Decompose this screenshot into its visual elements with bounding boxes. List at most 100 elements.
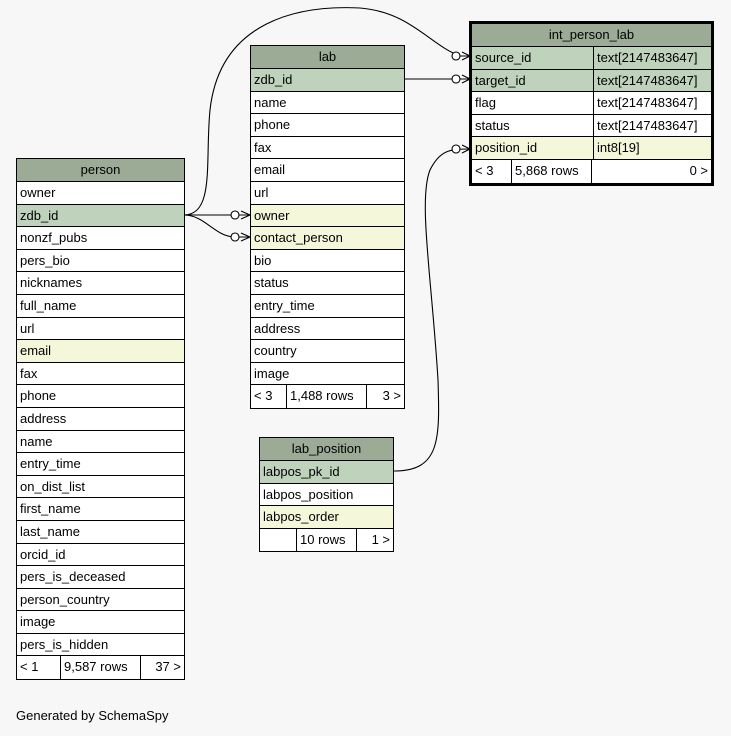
column-row[interactable]: image (251, 363, 404, 386)
column-row[interactable]: url (17, 318, 184, 341)
children-count[interactable]: 3 > (382, 388, 401, 404)
column-row[interactable]: labpos_pk_id (260, 461, 393, 484)
column-name: phone (254, 117, 291, 133)
column-row[interactable]: status (251, 272, 404, 295)
column-row[interactable]: name (17, 431, 184, 454)
parents-count[interactable] (260, 528, 297, 552)
column-name: address (254, 320, 301, 336)
column-row[interactable]: zdb_id (17, 204, 184, 228)
column-row[interactable]: email (17, 340, 184, 363)
column-row[interactable]: person_country (17, 589, 184, 612)
column-row[interactable]: on_dist_list (17, 476, 184, 499)
column-row[interactable]: pers_is_hidden (17, 634, 184, 657)
column-row[interactable]: labpos_order (260, 506, 393, 529)
column-name: owner (254, 207, 290, 223)
column-row[interactable]: first_name (17, 498, 184, 521)
column-name: first_name (20, 501, 81, 517)
zero-marker (230, 210, 240, 220)
generated-by-credit: Generated by SchemaSpy (16, 708, 169, 723)
column-name: nonzf_pubs (20, 230, 88, 246)
column-row[interactable]: pers_bio (17, 250, 184, 273)
zero-marker (451, 51, 461, 61)
column-row[interactable]: nonzf_pubs (17, 227, 184, 250)
column-type: text[2147483647] (593, 47, 711, 69)
column-name: zdb_id (254, 72, 293, 87)
column-row[interactable]: orcid_id (17, 544, 184, 567)
column-name: country (254, 343, 297, 359)
column-row[interactable]: source_id text[2147483647] (472, 47, 711, 70)
parents-count[interactable]: < 3 (472, 159, 512, 183)
column-name: pers_is_hidden (20, 636, 109, 652)
column-name: on_dist_list (20, 478, 86, 494)
link-person-lab-contact (183, 214, 250, 238)
column-row[interactable]: last_name (17, 521, 184, 544)
table-lab-position[interactable]: lab_position labpos_pk_id labpos_position… (259, 437, 394, 553)
column-name: phone (20, 388, 57, 404)
column-row[interactable]: image (17, 611, 184, 634)
column-row[interactable]: contact_person (251, 227, 404, 250)
column-name: bio (254, 252, 272, 268)
column-row[interactable]: bio (251, 250, 404, 273)
table-title: person (17, 159, 184, 182)
column-name: name (254, 94, 287, 110)
table-title: lab_position (260, 438, 393, 461)
column-row[interactable]: address (17, 408, 184, 431)
column-row[interactable]: fax (251, 137, 404, 160)
column-name: orcid_id (20, 546, 66, 562)
zero-marker (451, 74, 461, 84)
children-count[interactable]: 0 > (689, 162, 708, 178)
column-row[interactable]: zdb_id (251, 69, 404, 92)
column-name: pers_bio (20, 252, 70, 268)
table-title: int_person_lab (472, 24, 711, 47)
column-row[interactable]: fax (17, 363, 184, 386)
link-person-source-id (183, 7, 470, 216)
column-name: name (20, 433, 53, 449)
column-row[interactable]: address (251, 318, 404, 341)
column-name: status (254, 275, 289, 291)
column-row[interactable]: labpos_position (260, 484, 393, 507)
column-name: url (254, 184, 269, 200)
column-row[interactable]: url (251, 182, 404, 205)
column-name: email (20, 343, 52, 359)
column-row[interactable]: phone (17, 385, 184, 408)
column-name: labpos_order (263, 509, 339, 525)
column-name: entry_time (254, 297, 315, 313)
table-int-person-lab[interactable]: int_person_lab source_id text[2147483647]… (469, 21, 714, 186)
column-row[interactable]: status text[2147483647] (472, 114, 711, 138)
column-row[interactable]: owner (17, 182, 184, 205)
column-name: source_id (475, 50, 532, 65)
column-name: entry_time (20, 456, 81, 472)
column-type: text[2147483647] (593, 114, 711, 137)
column-row[interactable]: entry_time (251, 295, 404, 318)
column-row[interactable]: country (251, 340, 404, 363)
column-row[interactable]: full_name (17, 295, 184, 318)
column-row[interactable]: name (251, 92, 404, 115)
row-count: 9,587 rows (61, 656, 141, 680)
row-count: 1,488 rows (287, 385, 367, 408)
table-title: lab (251, 46, 404, 69)
link-labpos-position-id (393, 148, 471, 472)
children-count[interactable]: 37 > (155, 659, 181, 675)
children-count[interactable]: 1 > (371, 531, 390, 547)
column-row[interactable]: nicknames (17, 272, 184, 295)
parents-count[interactable]: < 3 (251, 385, 287, 408)
column-type: text[2147483647] (593, 69, 711, 92)
column-name: labpos_position (263, 486, 354, 502)
column-row[interactable]: entry_time (17, 453, 184, 476)
column-name: address (20, 410, 67, 426)
column-row[interactable]: phone (251, 114, 404, 137)
column-row[interactable]: email (251, 159, 404, 182)
parents-count[interactable]: < 1 (17, 656, 61, 680)
column-name: status (475, 117, 510, 133)
column-row[interactable]: owner (251, 204, 404, 228)
column-row[interactable]: pers_is_deceased (17, 566, 184, 589)
